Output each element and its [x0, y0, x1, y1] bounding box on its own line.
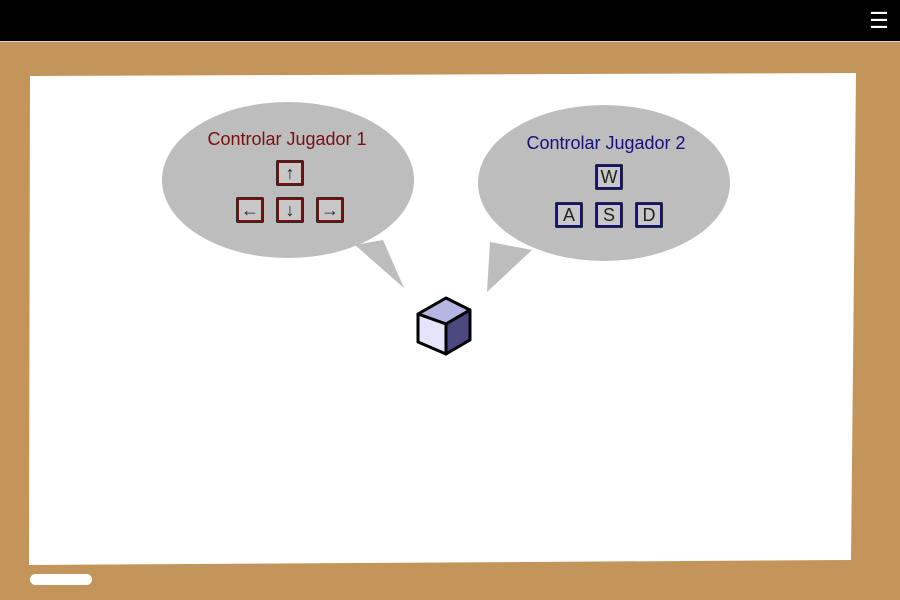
key-a: A — [555, 202, 583, 228]
player-1-title: Controlar Jugador 1 — [207, 129, 367, 149]
key-w: W — [595, 164, 623, 190]
hamburger-menu-icon[interactable]: ☰ — [869, 8, 889, 33]
player-2-title: Controlar Jugador 2 — [526, 133, 686, 153]
board-drawing — [29, 73, 856, 565]
key-left-arrow: ← — [236, 197, 264, 223]
key-d: D — [635, 202, 663, 228]
board-frame: Controlar Jugador 1 ↑ ← ↓ → Controlar Ju… — [0, 42, 900, 600]
whiteboard-eraser — [30, 574, 92, 585]
key-s: S — [595, 202, 623, 228]
key-down-arrow: ↓ — [276, 197, 304, 223]
key-right-arrow: → — [316, 197, 344, 223]
cube-icon — [416, 296, 472, 356]
key-up-arrow: ↑ — [276, 160, 304, 186]
top-bar: ☰ — [0, 0, 900, 42]
